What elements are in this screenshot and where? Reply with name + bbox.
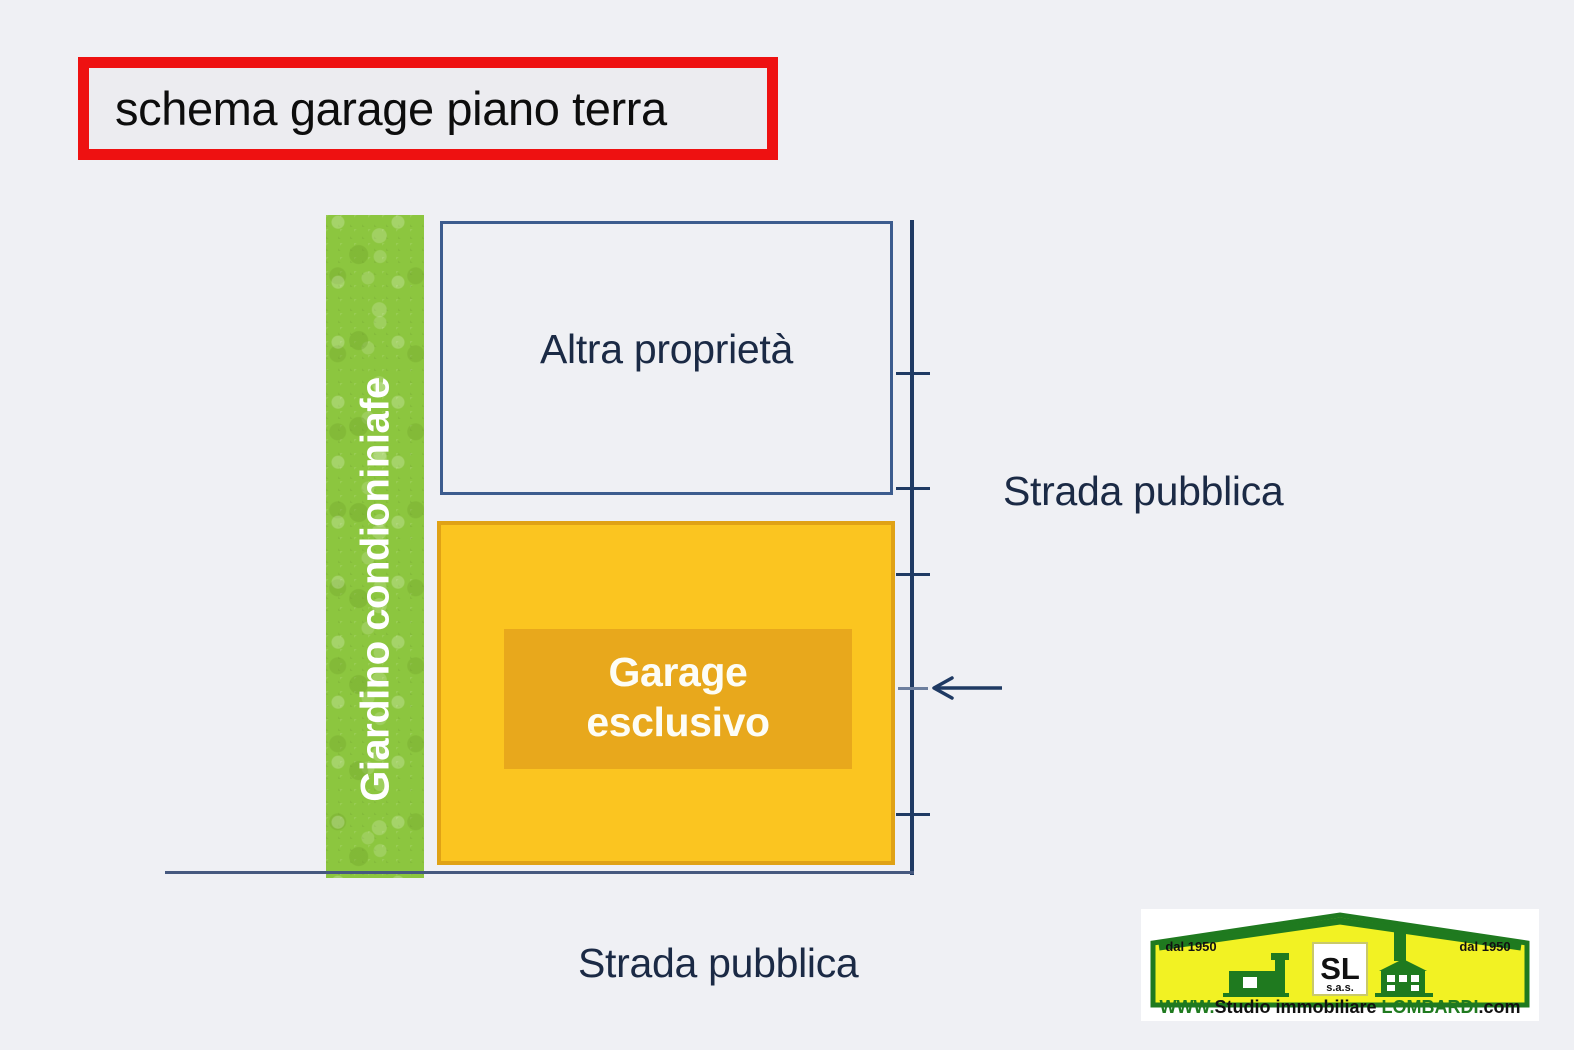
logo-website-brand: LOMBARDI bbox=[1382, 997, 1479, 1017]
road-label-right: Strada pubblica bbox=[1003, 468, 1284, 514]
logo-website-mid: Studio immobiliare bbox=[1214, 997, 1381, 1017]
road-label-bottom: Strada pubblica bbox=[578, 940, 859, 986]
company-logo[interactable]: SL s.a.s. dal 1950 dal 1950 WWW.Studio i… bbox=[1141, 909, 1539, 1021]
horizontal-road-axis bbox=[165, 871, 914, 874]
logo-website-prefix: WWW. bbox=[1159, 997, 1214, 1017]
other-property-label: Altra proprietà bbox=[539, 326, 793, 372]
road-access-arrow-icon bbox=[932, 676, 1002, 700]
axis-tick-5 bbox=[896, 813, 930, 816]
garden-label-wrap: Giardino condioniniafe bbox=[326, 300, 424, 860]
axis-tick-3 bbox=[896, 573, 930, 576]
garage-label-line2: esclusivo bbox=[586, 699, 770, 746]
garden-strip: Giardino condioniniafe bbox=[326, 215, 424, 878]
garage-label-line1: Garage bbox=[608, 649, 748, 695]
logo-monogram-sub: s.a.s. bbox=[1326, 982, 1354, 994]
logo-website: WWW.Studio immobiliare LOMBARDI.com bbox=[1159, 997, 1520, 1017]
logo-graphic: SL s.a.s. dal 1950 dal 1950 WWW.Studio i… bbox=[1141, 909, 1539, 1021]
garage-label: Garage esclusivo bbox=[504, 647, 852, 747]
garage-box: Garage esclusivo bbox=[437, 521, 895, 865]
other-property-box: Altra proprietà bbox=[440, 221, 893, 495]
vertical-road-axis bbox=[910, 220, 914, 875]
axis-tick-2 bbox=[896, 487, 930, 490]
logo-monogram: SL bbox=[1320, 951, 1360, 986]
axis-tick-4 bbox=[898, 687, 928, 690]
logo-tagline-right: dal 1950 bbox=[1459, 939, 1510, 954]
garden-label: Giardino condioniniafe bbox=[353, 377, 398, 802]
axis-tick-1 bbox=[896, 372, 930, 375]
garage-inner-panel: Garage esclusivo bbox=[504, 629, 852, 769]
title-box: schema garage piano terra bbox=[78, 57, 778, 160]
logo-website-suffix: .com bbox=[1479, 997, 1521, 1017]
logo-tagline-left: dal 1950 bbox=[1165, 939, 1216, 954]
page-title: schema garage piano terra bbox=[115, 82, 667, 135]
